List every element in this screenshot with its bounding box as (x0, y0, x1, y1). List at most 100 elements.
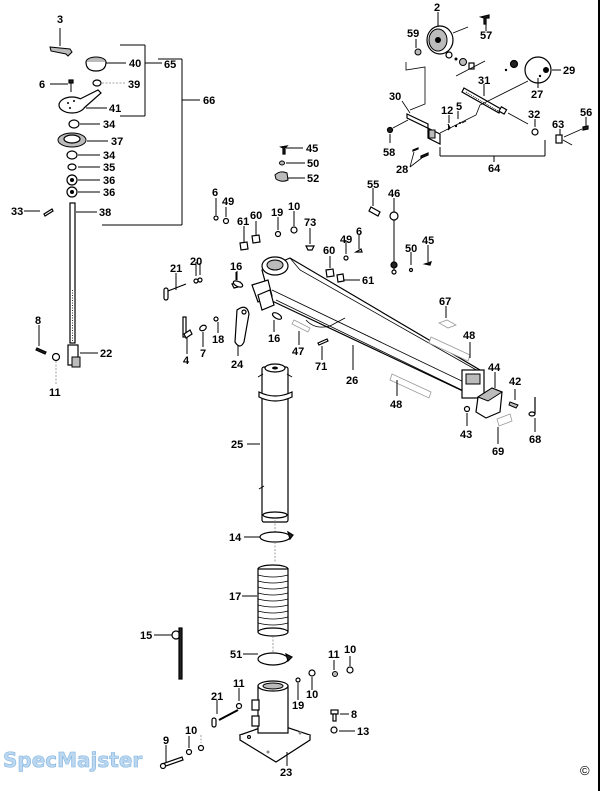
label-48-b: 48 (390, 399, 402, 411)
part-69-label (496, 413, 513, 444)
label-69: 69 (492, 446, 504, 458)
bracket-65 (120, 44, 162, 117)
label-67: 67 (439, 296, 451, 308)
label-16-b: 16 (268, 333, 280, 345)
label-33: 33 (11, 206, 23, 218)
label-47: 47 (292, 346, 304, 358)
label-63: 63 (552, 119, 564, 131)
part-8-bolt-lower (330, 709, 349, 722)
part-16-pin-b (271, 312, 283, 332)
part-42-screw (508, 389, 519, 409)
part-52-clamp (274, 171, 305, 182)
part-35-washer (67, 163, 100, 171)
part-50-washer-top (279, 160, 305, 166)
label-11-right: 11 (328, 649, 340, 661)
part-11-nut-right (332, 660, 338, 677)
label-38: 38 (99, 207, 111, 219)
part-56-screw (563, 117, 589, 138)
label-31: 31 (478, 75, 490, 87)
label-50-top: 50 (307, 158, 319, 170)
part-3-lever (49, 28, 73, 57)
part-25-column-tube (247, 363, 293, 535)
label-50-right: 50 (405, 243, 417, 255)
part-26-radial-arm (251, 256, 485, 399)
label-9: 9 (163, 735, 169, 747)
label-36-b: 36 (103, 187, 115, 199)
part-7-sleeve (199, 324, 207, 347)
part-48-label-b (389, 373, 432, 399)
label-71: 71 (315, 361, 327, 373)
bracket-64 (439, 140, 546, 162)
label-42: 42 (509, 376, 521, 388)
part-21-lever (163, 273, 187, 301)
label-21-lower: 21 (211, 691, 223, 703)
part-28-screws (409, 147, 429, 168)
label-23: 23 (280, 767, 292, 779)
label-56: 56 (580, 107, 592, 119)
label-28: 28 (396, 164, 408, 176)
label-12: 12 (441, 105, 453, 117)
label-61-mid: 61 (237, 216, 249, 228)
part-36-nut-a (66, 174, 100, 186)
label-46: 46 (388, 188, 400, 200)
part-67-label (438, 306, 457, 329)
part-23-base (238, 680, 312, 766)
label-10-mid: 10 (288, 201, 300, 213)
label-34-top: 34 (103, 119, 116, 131)
label-52: 52 (307, 173, 319, 185)
part-19-nut-lower (295, 677, 301, 700)
part-68-bolt (528, 397, 536, 432)
label-10-base: 10 (185, 725, 197, 737)
part-38-threaded-rod (69, 202, 97, 344)
part-43-nut (463, 405, 471, 426)
label-19-lower: 19 (292, 700, 304, 712)
part-39-spring-clip (92, 79, 126, 87)
label-26: 26 (346, 375, 358, 387)
label-7: 7 (200, 348, 206, 360)
label-41: 41 (109, 103, 121, 115)
part-32-washer (531, 119, 539, 136)
label-36-a: 36 (103, 175, 115, 187)
part-14-clamp-ring (244, 530, 294, 562)
part-11-nut-lower (235, 688, 243, 710)
part-40-cap (85, 56, 126, 72)
part-31-threaded-shaft (439, 80, 529, 134)
label-21-upper: 21 (170, 263, 182, 275)
label-51: 51 (230, 649, 242, 661)
part-10-nut-base-a (185, 736, 193, 756)
part-20-nut (193, 262, 199, 284)
part-22-clamp-block (67, 344, 98, 368)
label-45-right: 45 (422, 235, 434, 247)
label-10-right: 10 (344, 644, 356, 656)
label-64: 64 (488, 163, 501, 175)
label-35: 35 (103, 162, 115, 174)
part-13-washer (330, 726, 355, 734)
hub-parts (445, 51, 519, 77)
label-14: 14 (229, 532, 242, 544)
part-15-bolt (154, 627, 183, 680)
label-43: 43 (460, 429, 472, 441)
part-30-bracket-plate (401, 62, 441, 145)
label-58: 58 (383, 147, 395, 159)
copyright-symbol: © (580, 763, 590, 778)
part-10-nut-lower (308, 669, 316, 690)
part-34-spacer-top (68, 119, 100, 129)
part-16-pin-a (232, 272, 244, 288)
part-8-bolt-left (35, 325, 47, 355)
part-36-nut-b (66, 186, 100, 198)
label-57: 57 (480, 30, 492, 42)
part-58-nut (386, 119, 409, 143)
label-61-right: 61 (362, 275, 374, 287)
label-11-lower: 11 (233, 678, 245, 690)
label-66: 66 (203, 95, 215, 107)
label-20: 20 (190, 256, 202, 268)
part-24-link (234, 306, 250, 356)
part-6-screw (50, 79, 74, 92)
label-37: 37 (111, 136, 123, 148)
label-18: 18 (212, 334, 224, 346)
part-55-roller (368, 188, 381, 217)
part-50-washer-right (408, 252, 414, 273)
label-48-a: 48 (463, 330, 475, 342)
part-33-pin (24, 208, 54, 217)
